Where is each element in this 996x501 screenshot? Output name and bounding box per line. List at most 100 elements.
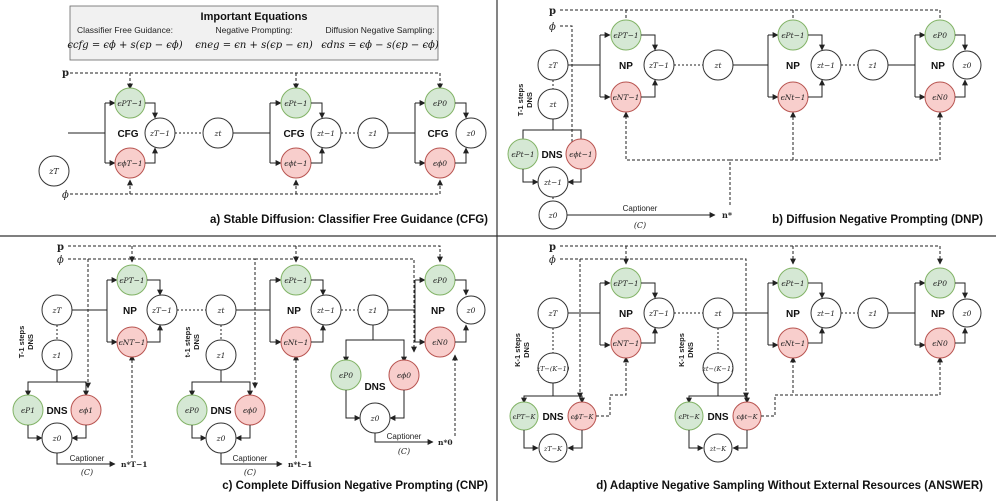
n-star-b: n* (722, 210, 733, 220)
node-b-eN-0: ϵN0 (932, 93, 948, 102)
node-d-eP-tK: ϵPt−K (679, 413, 701, 421)
node-c-eN-t1: ϵNt−1 (284, 338, 309, 347)
node-b-zT1: zT−1 (648, 61, 669, 70)
node-d-zt1: zt−1 (816, 309, 835, 318)
node-d-zT-K: zT−K (543, 445, 563, 453)
node-z0: z0 (466, 129, 476, 138)
panel-a: Important Equations Classifier Free Guid… (38, 5, 488, 226)
cfg-eq-name: Classifier Free Guidance: (77, 25, 173, 35)
node-c-z0b: z0 (216, 434, 226, 443)
node-ephi-0: ϵϕ0 (433, 159, 447, 168)
node-zt1: zt−1 (316, 129, 335, 138)
n-star-c2: n*t−1 (288, 460, 312, 469)
t1-steps-b: T-1 steps (516, 84, 525, 117)
node-zT: zT (48, 167, 59, 176)
node-c-eP0: ϵP0 (185, 406, 199, 415)
node-d-z1: z1 (868, 309, 878, 318)
node-c-z1: z1 (52, 351, 62, 360)
node-eP-t1: ϵPt−1 (284, 99, 307, 108)
node-z1: z1 (368, 129, 378, 138)
panel-b-caption: b) Diffusion Negative Prompting (DNP) (772, 214, 983, 226)
phi-label-b: ϕ (549, 22, 556, 33)
node-b-zt1: zt−1 (543, 178, 562, 187)
captioner-sym-c3: (C) (398, 447, 410, 456)
node-b-zt: zt (549, 100, 558, 109)
node-d-eN-0: ϵN0 (932, 339, 948, 348)
dns-label-b: DNS (541, 150, 562, 161)
dns-word-b: DNS (525, 92, 534, 108)
node-c-eP1: ϵP1 (21, 406, 35, 415)
np-label-b1: NP (619, 61, 633, 72)
captioner-sym-b: (C) (634, 221, 646, 230)
node-d-zt-K: zt−K (709, 445, 727, 453)
node-ephi-T1: ϵϕT−1 (117, 159, 142, 168)
node-c-eP-0: ϵP0 (433, 276, 447, 285)
captioner-c1: Captioner (70, 454, 105, 463)
node-d-eP-T1: ϵPT−1 (613, 279, 638, 288)
node-b-eP: ϵPt−1 (511, 150, 534, 159)
dns-word-c: DNS (26, 334, 35, 350)
node-c-zt: zt (217, 306, 226, 315)
node-c-z1b: z1 (216, 351, 226, 360)
node-d-eP-TK: ϵPT−K (513, 413, 537, 421)
node-d-zTK: zT−(K−1) (536, 365, 570, 373)
np-label-d1: NP (619, 309, 633, 320)
cfg-label-3: CFG (427, 129, 448, 140)
node-b-zt1b: zt−1 (816, 61, 835, 70)
node-d-z0: z0 (962, 309, 972, 318)
node-c-z0c: z0 (370, 414, 380, 423)
node-c-z0d: z0 (466, 306, 476, 315)
node-c-eP-T1: ϵPT−1 (119, 276, 144, 285)
node-d-ephi-TK: ϵϕT−K (571, 413, 595, 421)
np-label-c2: NP (287, 306, 301, 317)
dns-label-c3: DNS (364, 382, 385, 393)
cfg-label-1: CFG (117, 129, 138, 140)
n-star-c3: n*0 (438, 438, 453, 447)
node-zT1: zT−1 (149, 129, 170, 138)
captioner-c2: Captioner (233, 454, 268, 463)
neg-equation: ϵneg = ϵn + s(ϵp − ϵn) (195, 40, 313, 51)
dns-label-d2: DNS (707, 412, 728, 423)
node-b-z1: z1 (868, 61, 878, 70)
node-d-zT1: zT−1 (648, 309, 669, 318)
node-d-zt: zt (714, 309, 723, 318)
p-label-c: p (57, 242, 64, 253)
p-label-b: p (549, 6, 556, 17)
dns-equation: ϵdns = ϵϕ − s(ϵp − ϵϕ) (321, 40, 439, 51)
node-c-z1c: z1 (368, 306, 378, 315)
np-label-d2: NP (786, 309, 800, 320)
node-d-ztK: zt−(K−1) (702, 365, 734, 373)
np-label-b3: NP (931, 61, 945, 72)
dns-label-c2: DNS (210, 406, 231, 417)
dns-word-d1: DNS (522, 342, 531, 358)
np-label-b2: NP (786, 61, 800, 72)
node-c-eN-T1: ϵNT−1 (119, 338, 146, 347)
p-label: p (62, 68, 69, 79)
np-label-c3: NP (431, 306, 445, 317)
node-eP-T1: ϵPT−1 (117, 99, 142, 108)
node-c-ephi1: ϵϕ1 (79, 406, 93, 415)
node-c-ephi0: ϵϕ0 (243, 406, 257, 415)
node-b-eN-T1: ϵNT−1 (613, 93, 640, 102)
n-star-c1: n*T−1 (121, 460, 147, 469)
cfg-equation: ϵcfg = ϵϕ + s(ϵp − ϵϕ) (67, 40, 182, 51)
t1-steps-c: T-1 steps (17, 326, 26, 359)
equations-box (69, 5, 439, 61)
k1-steps-d1: K-1 steps (513, 333, 522, 367)
captioner-c3: Captioner (387, 432, 422, 441)
panel-c-caption: c) Complete Diffusion Negative Prompting… (222, 480, 488, 492)
node-c-ephi0b: ϵϕ0 (397, 371, 411, 380)
captioner-b: Captioner (623, 204, 658, 213)
node-c-eN-0: ϵN0 (432, 338, 448, 347)
node-d-ephi-tK: ϵϕt−K (737, 413, 759, 421)
phi-label: ϕ (62, 190, 69, 201)
panel-a-caption: a) Stable Diffusion: Classifier Free Gui… (210, 214, 488, 226)
node-c-z0a: z0 (52, 434, 62, 443)
p-label-d: p (549, 242, 556, 253)
dns-word-c2: DNS (192, 334, 201, 350)
node-b-zt2: zt (714, 61, 723, 70)
node-b-z0: z0 (548, 211, 558, 220)
node-c-eP0b: ϵP0 (339, 371, 353, 380)
